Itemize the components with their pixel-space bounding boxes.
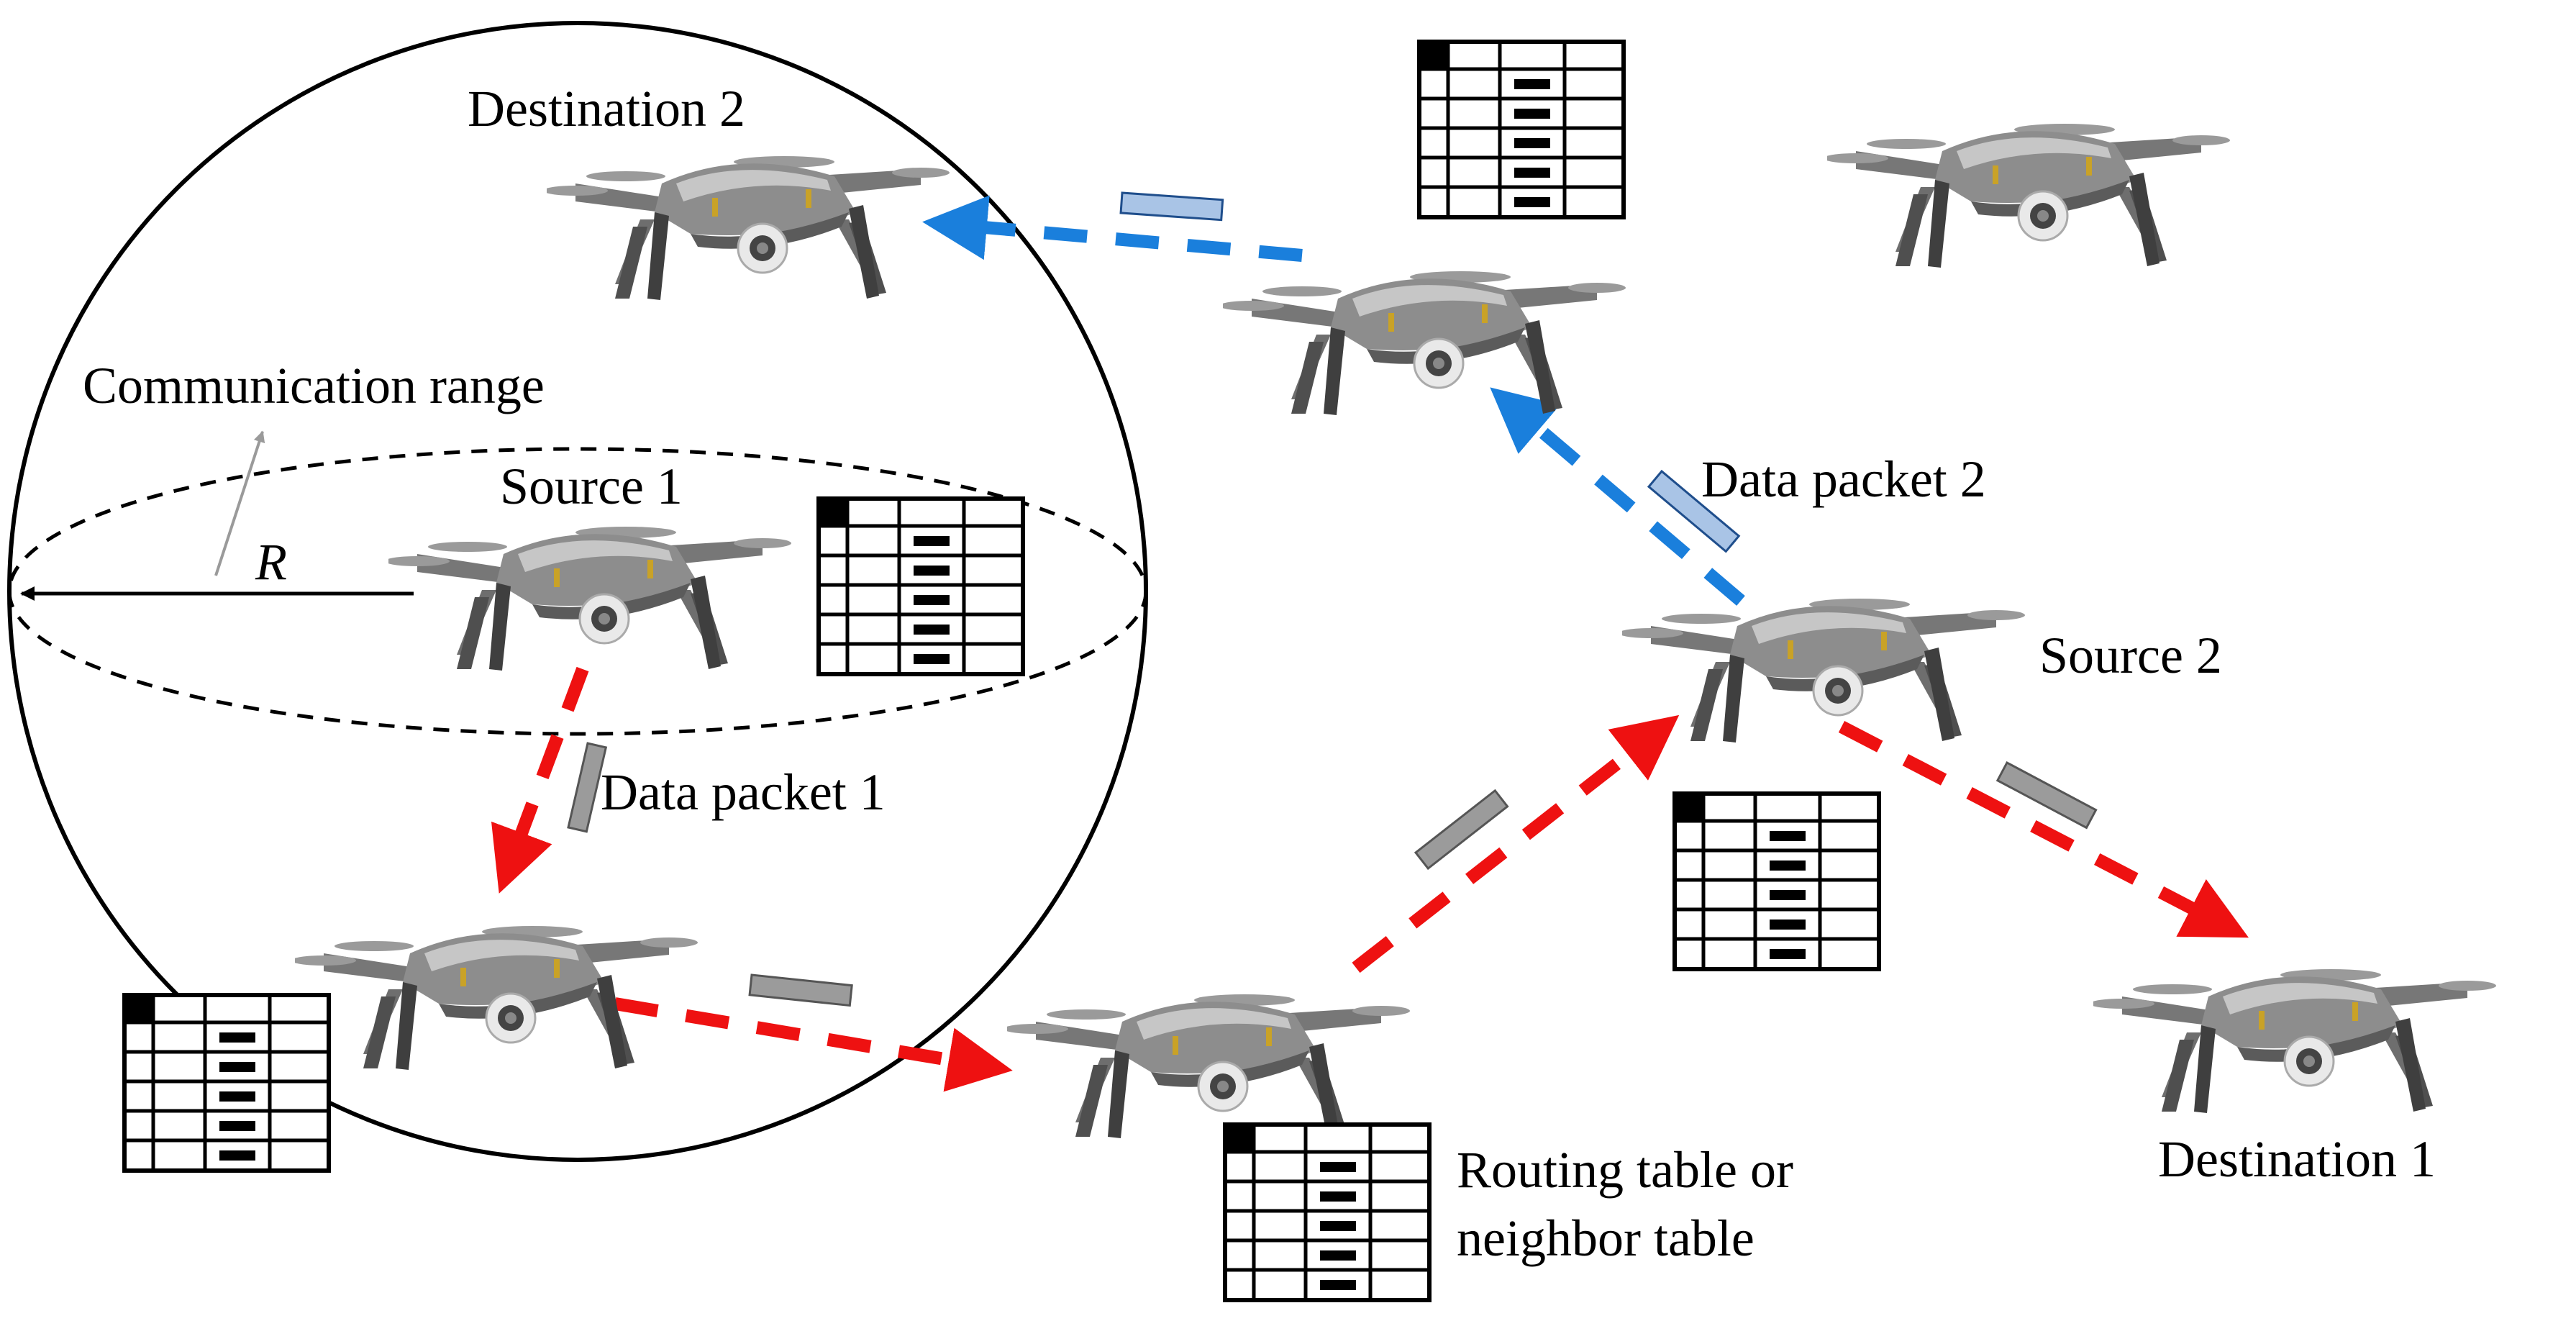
label-source-1: Source 1 [500,458,683,515]
red-path-segment-4 [1838,721,2249,938]
drone-relay-upper [1223,270,1626,417]
drone-relay-lower-middle [1007,993,1410,1140]
label-destination-1: Destination 1 [2158,1130,2436,1188]
routing-table-icon [1419,42,1624,217]
drone-relay-lower-left [295,925,698,1071]
label-routing-table-line-1: Routing table or [1457,1141,1793,1199]
label-data-packet-2: Data packet 2 [1701,450,1986,508]
red-path-segment-3 [1352,714,1680,973]
drone-idle-top-right [1827,122,2230,269]
drone-source-1 [388,525,791,672]
label-source-2: Source 2 [2039,627,2222,684]
red-path-segment-2 [614,997,1013,1092]
data-packet-icon [1414,789,1509,871]
routing-table-icon [124,995,329,1171]
blue-path-segment-2 [922,195,1303,262]
label-communication-range: Communication range [83,357,545,414]
data-packet-icon [748,973,853,1007]
label-radius: R [255,533,287,591]
routing-table-icon [1225,1125,1429,1300]
drone-source-2 [1622,597,2025,744]
data-packet-icon [1119,191,1224,222]
label-routing-table-line-2: neighbor table [1457,1209,1754,1267]
red-path-segment-1 [491,666,589,894]
drone-destination-2 [547,155,950,301]
routing-table-icon [819,499,1023,674]
data-packet-icon [1995,760,2098,830]
data-packet-icon [1647,469,1741,553]
communication-range-ellipse [7,447,1148,736]
drone-destination-1 [2093,968,2496,1114]
routing-table-icon [1675,794,1879,969]
label-data-packet-1: Data packet 1 [601,763,886,821]
blue-path-segment-1 [1490,387,1745,606]
range-pointer-arrow [214,430,265,576]
data-packet-icon [567,742,608,833]
label-destination-2: Destination 2 [468,80,745,137]
